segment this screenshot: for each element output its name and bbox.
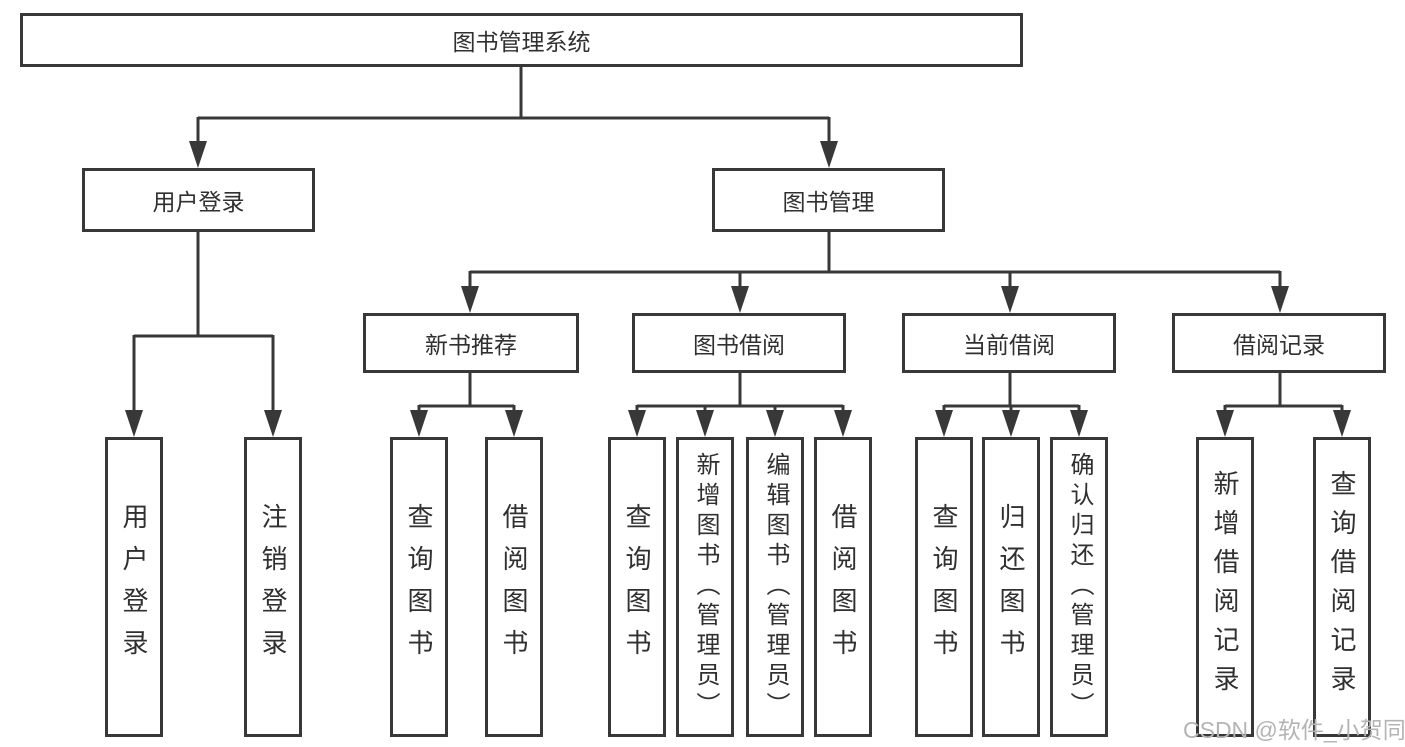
arrow-down-icon <box>696 410 714 437</box>
node-book-management: 图书管理 <box>712 168 945 232</box>
node-user-login: 用户登录 <box>82 168 315 232</box>
arrow-down-icon <box>628 410 646 437</box>
node-current-borrow: 当前借阅 <box>902 313 1116 373</box>
arrow-down-icon <box>1070 410 1088 437</box>
arrow-down-icon <box>1333 410 1351 437</box>
arrowheads <box>125 141 1351 437</box>
arrow-down-icon <box>461 286 479 313</box>
arrow-down-icon <box>189 141 207 168</box>
arrow-down-icon <box>820 141 838 168</box>
arrow-down-icon <box>1001 286 1019 313</box>
leaf-query-books-3: 查询图书 <box>915 437 973 737</box>
edges <box>132 66 1344 416</box>
arrow-down-icon <box>935 410 953 437</box>
arrow-down-icon <box>125 410 143 437</box>
leaf-logout: 注销登录 <box>244 437 302 737</box>
arrow-down-icon <box>264 410 282 437</box>
leaf-query-books-2: 查询图书 <box>608 437 666 737</box>
arrow-down-icon <box>1002 410 1020 437</box>
arrow-down-icon <box>731 286 749 313</box>
arrow-down-icon <box>1216 410 1234 437</box>
arrow-down-icon <box>1271 286 1289 313</box>
leaf-add-borrow-record: 新增借阅记录 <box>1196 437 1254 737</box>
leaf-query-borrow-record: 查询借阅记录 <box>1313 437 1371 737</box>
arrow-down-icon <box>410 410 428 437</box>
arrow-down-icon <box>766 410 784 437</box>
leaf-add-book-admin: 新增图书（管理员） <box>676 437 734 737</box>
leaf-edit-book-admin: 编辑图书（管理员） <box>746 437 804 737</box>
leaf-borrow-books-2: 借阅图书 <box>814 437 872 737</box>
leaf-user-login: 用户登录 <box>105 437 163 737</box>
watermark: CSDN @软件_小贺同学 <box>1183 717 1405 743</box>
node-root-library-system: 图书管理系统 <box>20 13 1023 67</box>
node-borrow-records: 借阅记录 <box>1172 313 1386 373</box>
leaf-borrow-books-1: 借阅图书 <box>485 437 543 737</box>
node-book-borrow: 图书借阅 <box>632 313 846 373</box>
leaf-query-books-1: 查询图书 <box>390 437 448 737</box>
leaf-confirm-return-admin: 确认归还（管理员） <box>1050 437 1108 737</box>
leaf-return-book: 归还图书 <box>982 437 1040 737</box>
arrow-down-icon <box>505 410 523 437</box>
arrow-down-icon <box>834 410 852 437</box>
node-new-book-recommend: 新书推荐 <box>363 313 579 373</box>
